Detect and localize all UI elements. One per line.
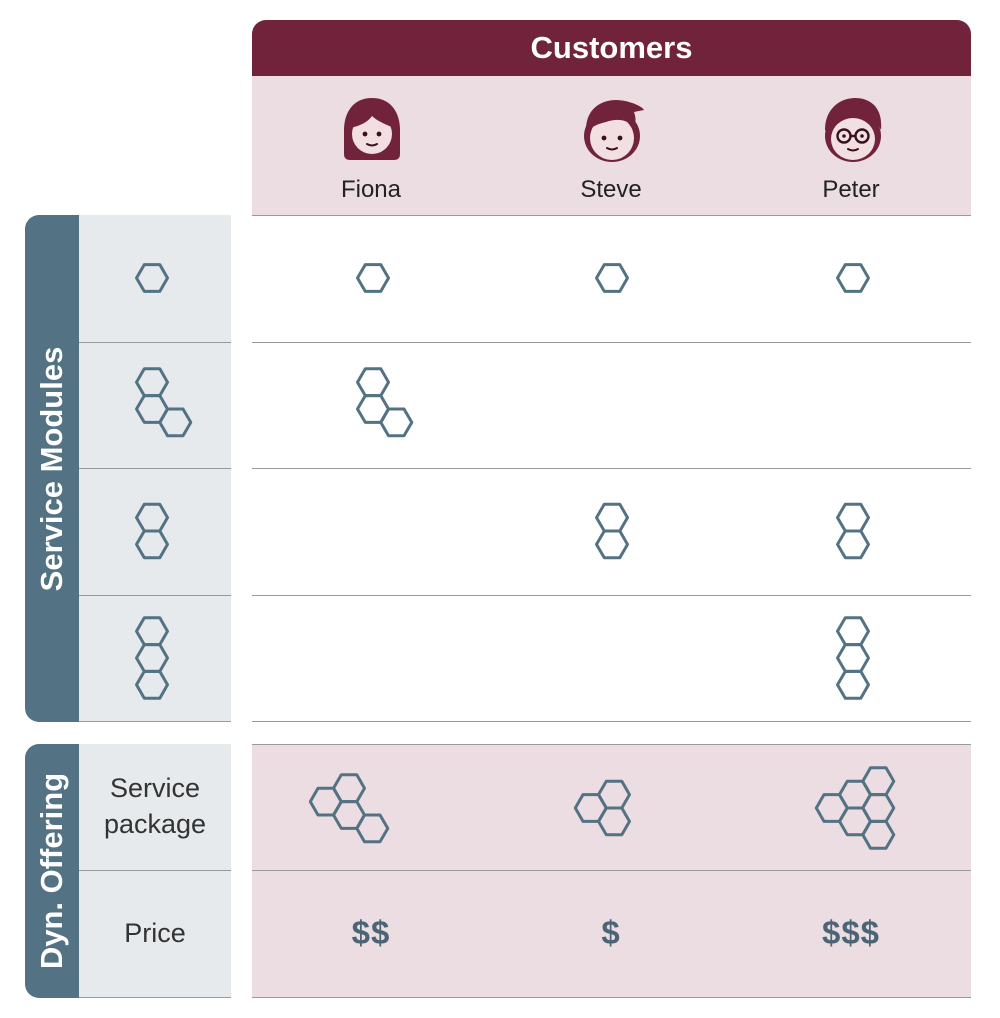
row-divider [252,342,971,343]
row-divider [79,997,231,998]
three-hex-cluster-module-icon [356,394,390,424]
two-hex-stack-module-icon [836,529,870,560]
price-label: Price [124,918,186,948]
row-divider [252,595,971,596]
service-modules-tab: Service Modules [25,215,79,722]
row-divider [79,870,231,871]
offering-label-column [79,744,231,998]
two-hex-stack-module-icon [595,502,629,533]
row-divider [252,744,971,745]
single-hex-module-icon [836,263,870,293]
customers-header: Customers [252,20,971,76]
two-hex-stack-module-icon [595,529,629,560]
two-hex-stack-module-icon [836,502,870,533]
three-hex-cluster-module-icon [356,367,390,398]
dyn-offering-label: Dyn. Offering [34,772,69,970]
row-divider [252,997,971,998]
three-hex-stack-module-icon [836,643,870,673]
single-hex-module-icon [356,263,390,293]
three-hex-cluster-module-icon [379,407,414,438]
row-divider [252,215,971,216]
customer-name-steve: Steve [580,176,642,203]
row-divider [252,468,971,469]
glasses-avatar-icon [825,98,882,162]
customer-name-fiona: Fiona [340,176,402,203]
row-divider [79,595,231,596]
single-hex-module-icon [595,263,629,293]
three-hex-stack-module-icon [836,616,870,647]
dyn-offering-tab: Dyn. Offering [25,744,79,998]
row-divider [79,468,231,469]
customers-title: Customers [530,30,693,65]
service-modules-label: Service Modules [34,346,69,591]
offering-band [252,744,971,998]
service-package-label: Service package [103,773,207,840]
girl-avatar-icon [344,98,400,160]
row-divider [79,721,231,722]
price-fiona: $$ [351,914,391,951]
row-divider [79,342,231,343]
three-hex-stack-module-icon [836,669,870,700]
price-peter: $$$ [821,914,881,951]
price-steve: $ [601,914,621,951]
customer-name-peter: Peter [822,176,880,203]
boy-avatar-icon [584,100,644,162]
row-divider [252,721,971,722]
row-divider [252,870,971,871]
